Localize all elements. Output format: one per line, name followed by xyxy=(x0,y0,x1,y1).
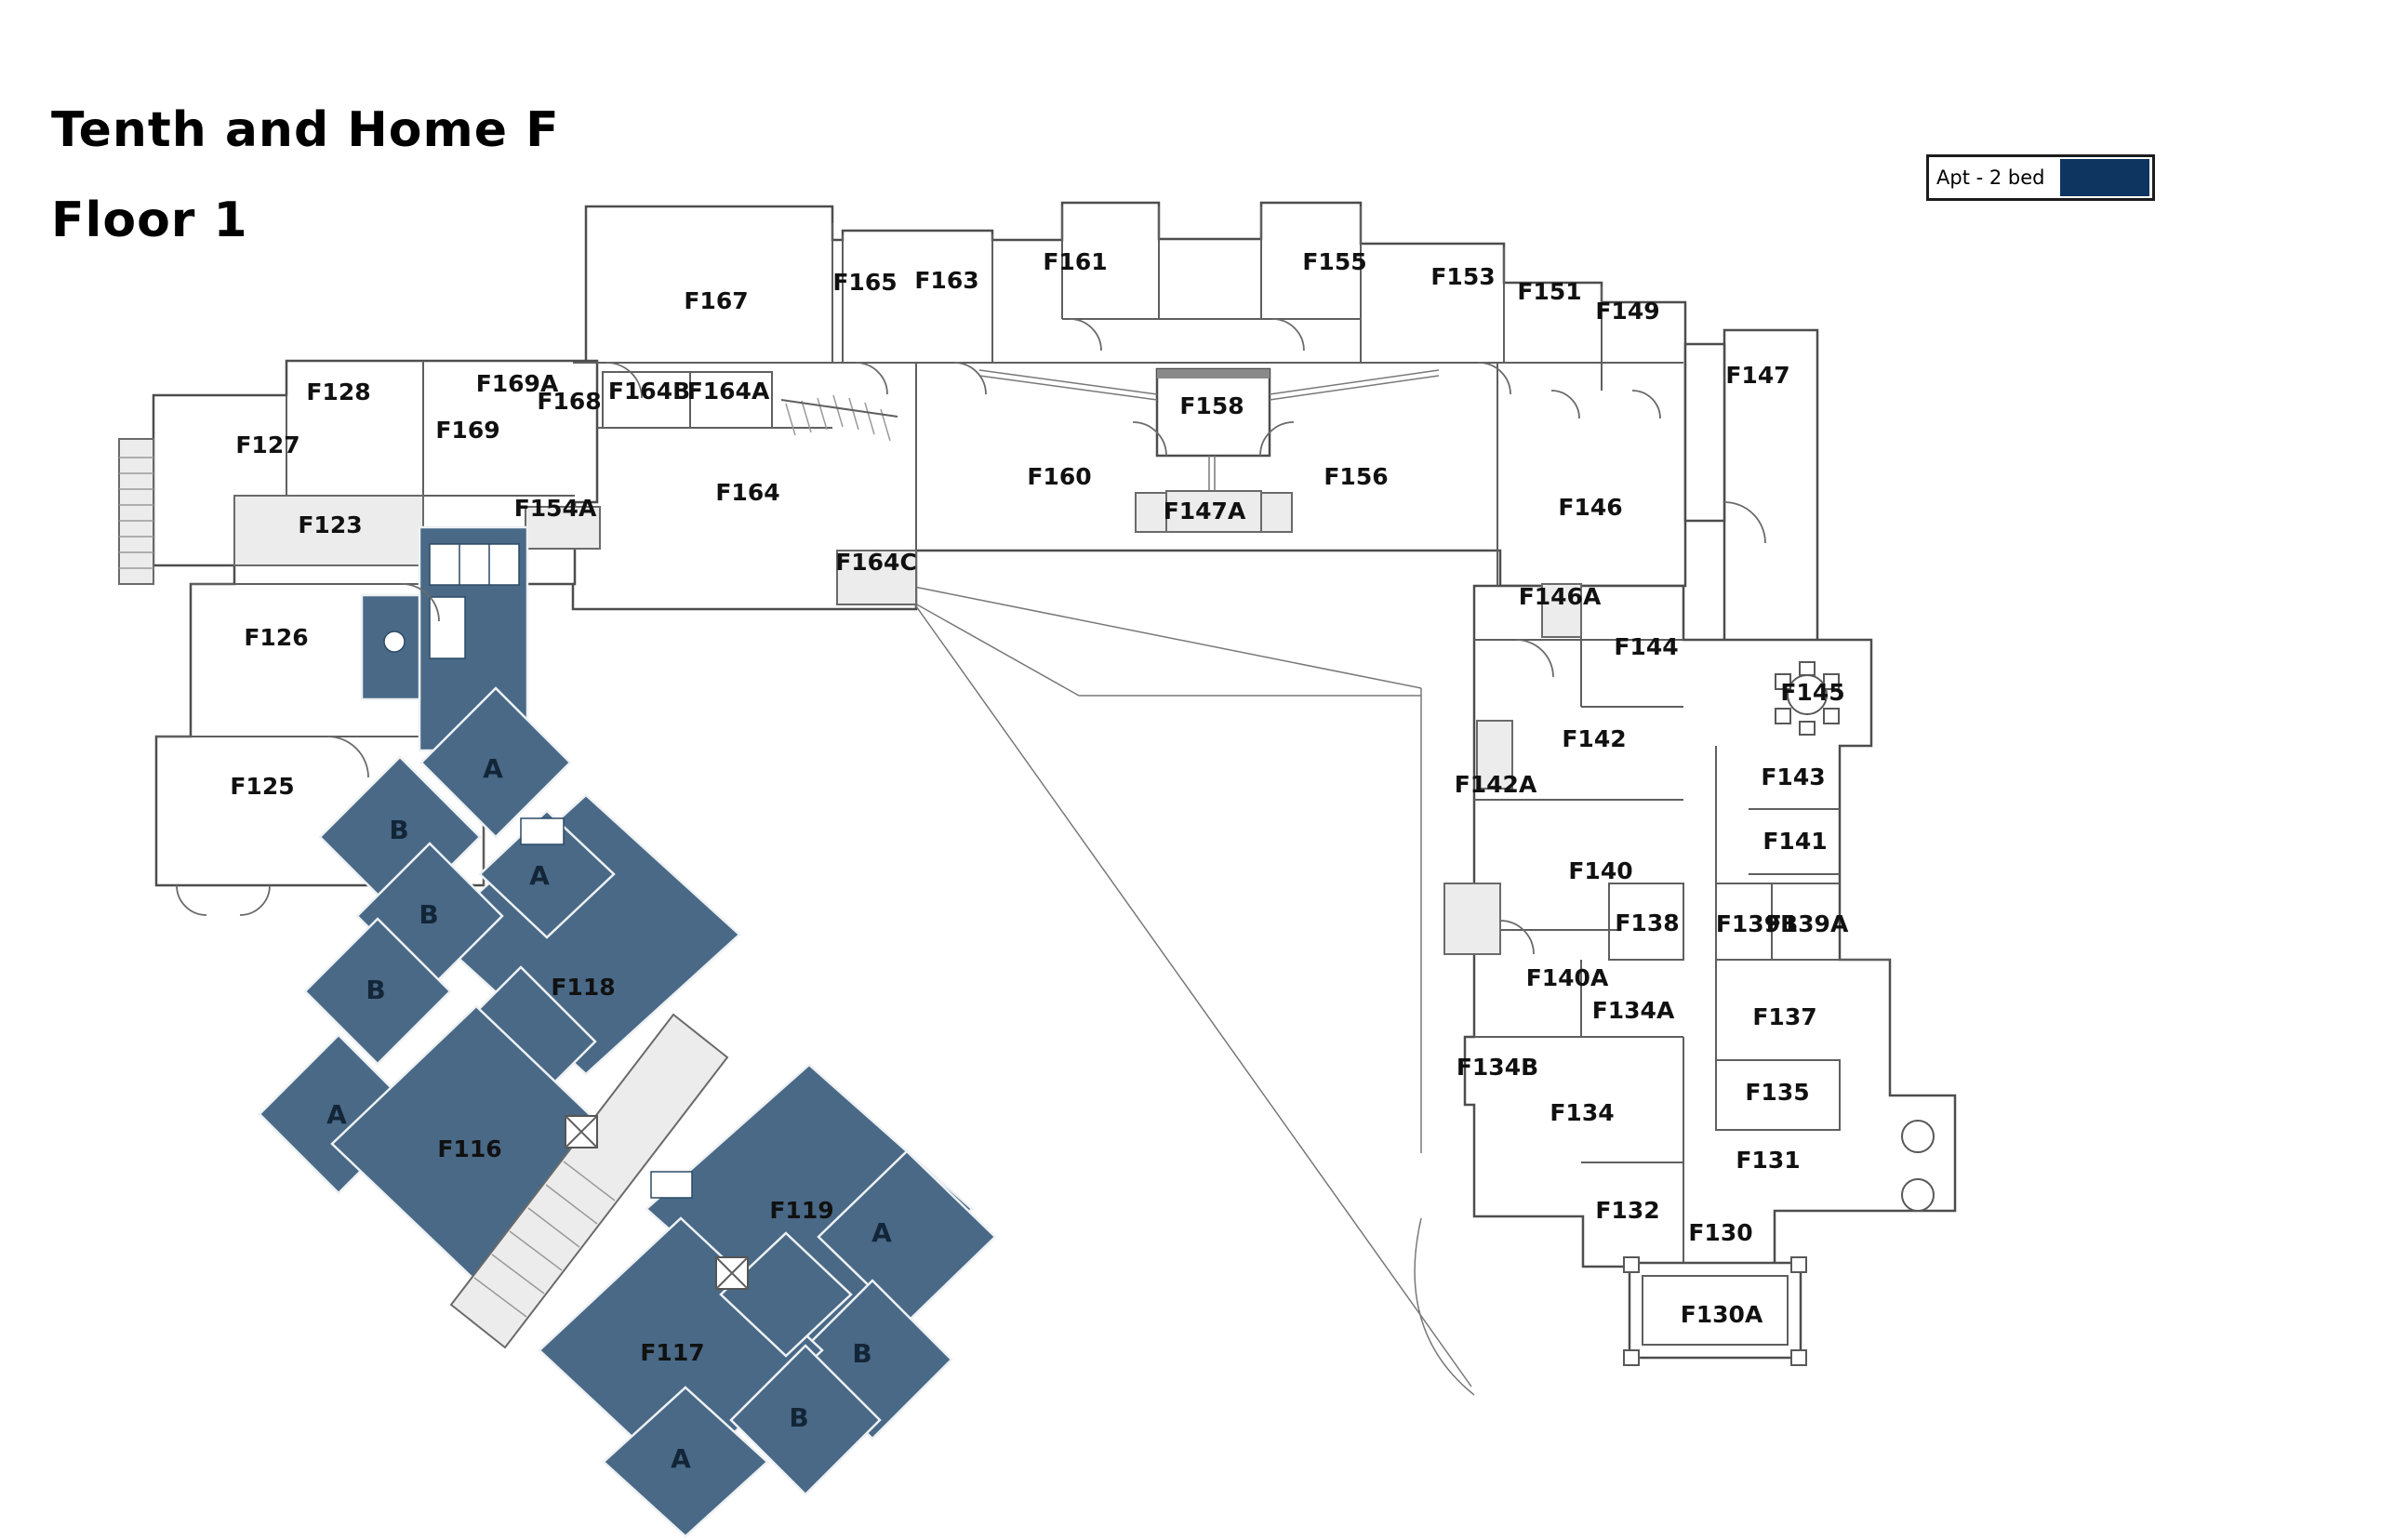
legend-color-swatch xyxy=(2060,159,2149,196)
page-title-line1: Tenth and Home F xyxy=(51,102,560,158)
unit-letter-A: A xyxy=(326,1099,347,1130)
f131-patio-tables xyxy=(1901,1120,1935,1212)
unit-letter-B: B xyxy=(419,899,438,930)
unit-letter-A: A xyxy=(871,1217,892,1248)
elevator-icon xyxy=(565,1115,598,1148)
elevator-icon xyxy=(715,1256,749,1290)
f164-stairs xyxy=(780,394,898,442)
room-label-F127: F127 xyxy=(235,431,299,458)
room-f164c-vestibule xyxy=(836,550,917,605)
unit-letter-B: B xyxy=(852,1338,871,1369)
unit-letter-A: A xyxy=(671,1443,691,1474)
room-label-F146: F146 xyxy=(1558,494,1622,521)
unit-letter-B: B xyxy=(366,975,385,1005)
f130a-patio xyxy=(1623,1256,1807,1366)
gray-areas xyxy=(118,438,1582,955)
room-label-F160: F160 xyxy=(1027,463,1091,490)
room-label-F158: F158 xyxy=(1179,392,1244,419)
room-label-F138: F138 xyxy=(1615,909,1679,936)
room-label-F164A: F164A xyxy=(687,378,770,405)
room-label-F135: F135 xyxy=(1745,1079,1809,1106)
room-label-F139A: F139A xyxy=(1766,910,1849,937)
door-arcs xyxy=(176,318,1766,955)
room-label-F126: F126 xyxy=(244,624,308,651)
room-label-F140A: F140A xyxy=(1526,964,1609,991)
room-label-F144: F144 xyxy=(1614,633,1678,660)
f145-table-icon xyxy=(1775,661,1840,736)
room-f142a-vestibule xyxy=(1476,720,1513,790)
room-label-F147A: F147A xyxy=(1164,498,1246,524)
room-label-F142A: F142A xyxy=(1455,771,1537,798)
room-label-F165: F165 xyxy=(832,269,897,296)
room-label-F139B: F139B xyxy=(1716,910,1798,937)
room-label-F141: F141 xyxy=(1762,828,1827,855)
room-label-F167: F167 xyxy=(684,287,748,314)
room-label-F153: F153 xyxy=(1430,263,1495,290)
room-label-F134A: F134A xyxy=(1592,997,1675,1024)
room-label-F130A: F130A xyxy=(1681,1301,1763,1328)
room-label-F142: F142 xyxy=(1562,725,1626,752)
f147-column xyxy=(1723,328,1819,653)
room-label-F163: F163 xyxy=(914,267,978,294)
room-f154a-vestibule xyxy=(525,506,601,550)
apartment-fixtures xyxy=(383,543,693,1199)
unit-letter-B: B xyxy=(389,815,408,845)
room-label-F151: F151 xyxy=(1517,278,1581,305)
room-label-F164B: F164B xyxy=(608,378,690,405)
room-label-F154A: F154A xyxy=(514,495,597,522)
legend: Apt - 2 bed xyxy=(1926,154,2155,201)
unit-letter-labels: A B A B B A A B B A xyxy=(326,753,892,1474)
room-label-F131: F131 xyxy=(1736,1147,1800,1174)
room-label-F119: F119 xyxy=(769,1197,833,1224)
room-label-F116: F116 xyxy=(437,1135,501,1162)
room-label-F145: F145 xyxy=(1780,679,1844,706)
room-label-F147: F147 xyxy=(1725,362,1789,389)
unit-letter-B: B xyxy=(789,1402,808,1433)
page-title: Tenth and Home F Floor 1 xyxy=(51,86,560,266)
room-f123-lobby xyxy=(233,495,424,566)
page-title-line2: Floor 1 xyxy=(51,192,248,248)
room-label-F164: F164 xyxy=(715,479,779,506)
room-label-F149: F149 xyxy=(1595,298,1659,325)
room-label-F123: F123 xyxy=(298,511,362,538)
room-label-F125: F125 xyxy=(230,773,294,800)
central-corridor-stairs xyxy=(449,1013,749,1349)
west-stairs xyxy=(118,438,154,585)
room-label-F140: F140 xyxy=(1568,857,1632,884)
room-label-F128: F128 xyxy=(306,378,370,405)
room-label-F117: F117 xyxy=(640,1339,704,1366)
room-label-F137: F137 xyxy=(1752,1003,1816,1030)
room-label-F168: F168 xyxy=(537,388,601,415)
apartment-2bed-wing xyxy=(258,525,997,1538)
room-f146a-vestibule xyxy=(1541,583,1582,638)
unit-letter-A: A xyxy=(529,860,550,891)
room-label-F130: F130 xyxy=(1688,1219,1752,1246)
courtyard-lines xyxy=(899,369,1475,1396)
room-label-F143: F143 xyxy=(1761,763,1825,790)
room-label-F169A: F169A xyxy=(476,370,559,397)
room-label-F134: F134 xyxy=(1550,1099,1614,1126)
north-wing xyxy=(571,201,1687,611)
legend-label: Apt - 2 bed xyxy=(1936,166,2045,189)
east-stair-landing xyxy=(1443,883,1501,955)
furniture xyxy=(1623,661,1935,1366)
room-label-F161: F161 xyxy=(1043,248,1107,275)
room-label-F164C: F164C xyxy=(835,549,917,576)
unit-letter-A: A xyxy=(483,753,503,784)
room-label-F169: F169 xyxy=(435,417,499,444)
room-label-F134B: F134B xyxy=(1457,1054,1538,1081)
room-label-F155: F155 xyxy=(1302,248,1366,275)
room-label-F132: F132 xyxy=(1595,1197,1659,1224)
room-label-F118: F118 xyxy=(551,974,615,1001)
room-label-F146A: F146A xyxy=(1519,583,1602,610)
room-label-F156: F156 xyxy=(1324,463,1388,490)
